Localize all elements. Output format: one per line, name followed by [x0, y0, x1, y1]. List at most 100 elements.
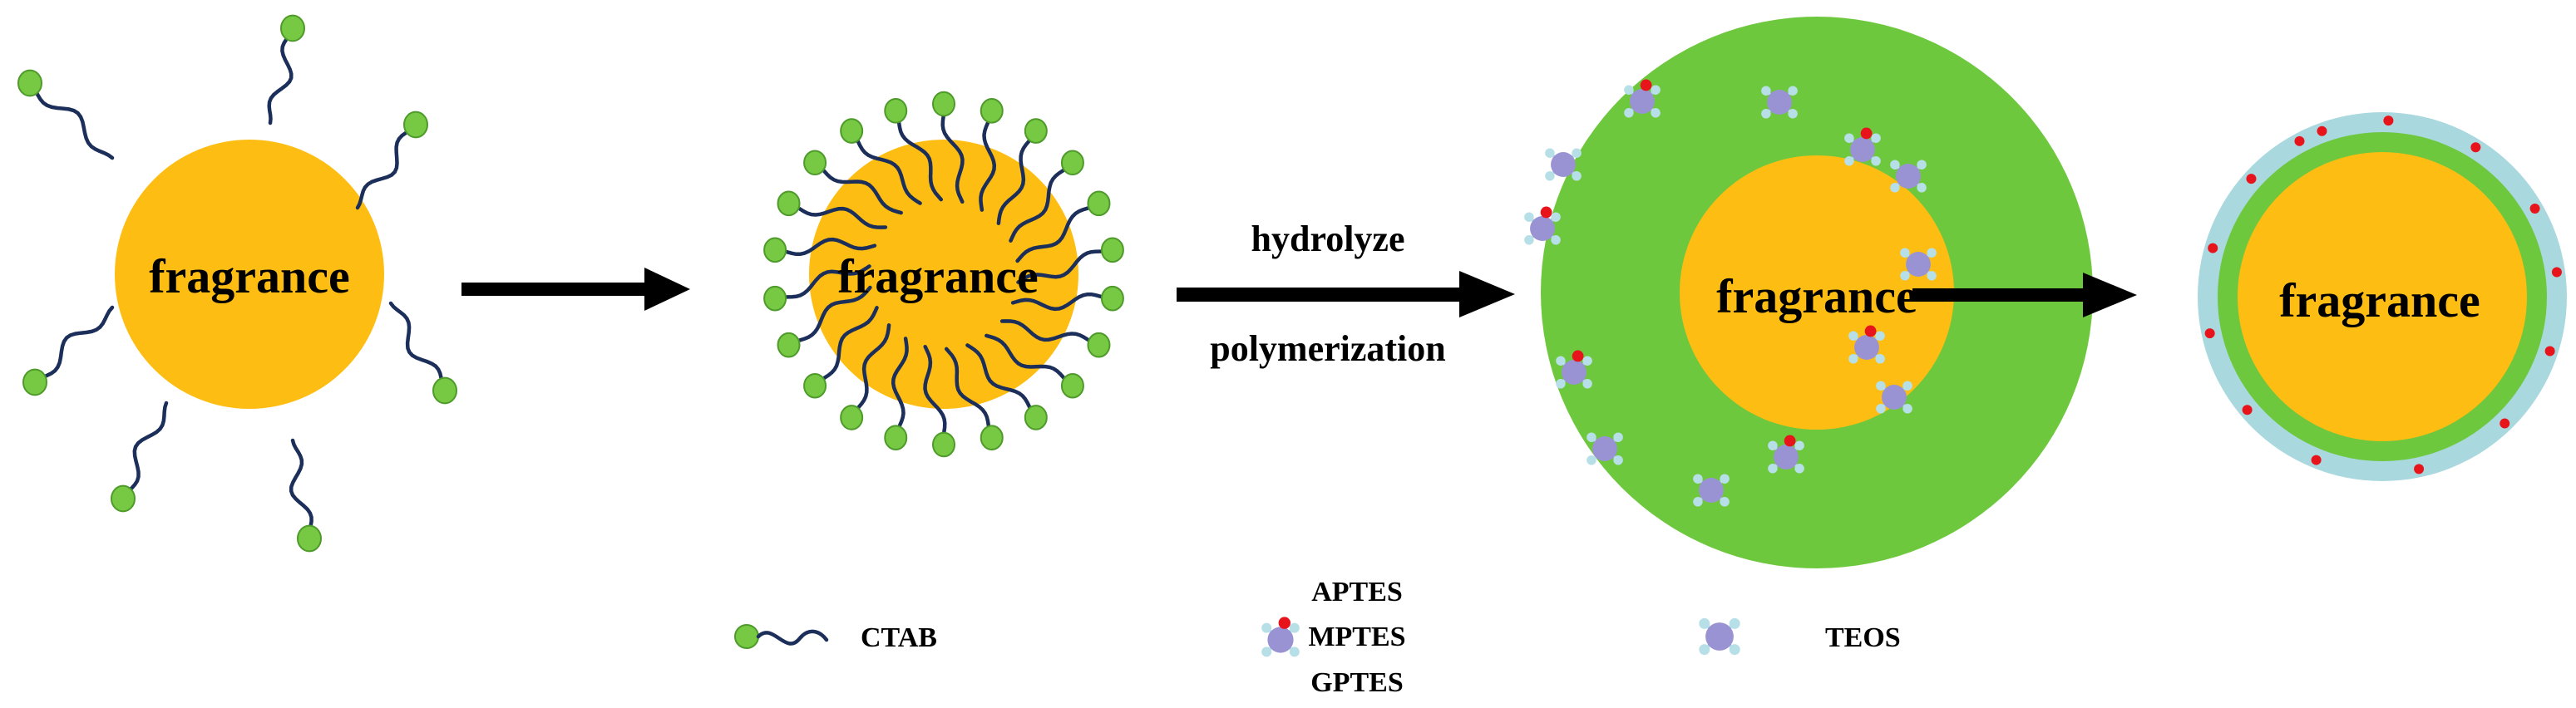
fragrance-label-1: fragrance — [149, 249, 350, 303]
functional-dot — [2242, 405, 2253, 415]
fragrance-core-1 — [115, 140, 384, 409]
silane-arm — [1699, 644, 1710, 656]
functional-group-dots — [2204, 116, 2562, 474]
silane-arm — [1902, 381, 1912, 391]
micelle-ctab-tail — [772, 264, 871, 301]
functional-dot — [2414, 464, 2425, 474]
silane-body — [1850, 137, 1875, 162]
fragrance-core-4 — [2238, 152, 2527, 441]
functional-silane-molecule — [1624, 79, 1661, 118]
micelle-ctab-head — [1060, 150, 1084, 176]
micelle-ctab-head — [840, 118, 864, 144]
silane-body — [1705, 622, 1734, 651]
functional-silane-molecule — [1844, 127, 1881, 166]
micelle-ctab-head — [932, 91, 955, 117]
step-label-hydrolyze: hydrolyze — [1251, 219, 1405, 259]
free-ctab-head — [280, 14, 305, 42]
micelle-ctab-tail — [999, 319, 1101, 347]
silane-arm — [1545, 148, 1555, 158]
silane-arm — [1875, 354, 1885, 364]
silane-body — [1562, 360, 1587, 385]
free-ctab-tail — [27, 81, 115, 160]
functional-dot — [2529, 204, 2540, 214]
silane-arm — [1613, 455, 1623, 465]
functional-dot — [1540, 206, 1552, 219]
silane-arm — [1261, 647, 1272, 657]
legend-gptes-label: GPTES — [1310, 667, 1403, 698]
micelle-ctab-tail — [940, 101, 965, 204]
silane-body — [1530, 216, 1555, 241]
silane-arm — [1794, 464, 1804, 474]
silane-arm — [1761, 109, 1771, 119]
functional-dot — [2246, 174, 2257, 184]
teos-molecule — [1545, 148, 1582, 181]
silane-arm — [1551, 235, 1561, 245]
silane-body — [1630, 89, 1655, 114]
functional-dot — [1864, 325, 1877, 337]
free-ctab-tail — [32, 305, 115, 385]
silane-arm — [1551, 212, 1561, 222]
silane-arm — [1794, 440, 1804, 450]
silane-arm — [1844, 133, 1854, 143]
micelle-ctab-tail — [849, 129, 922, 205]
teos-molecule — [1890, 160, 1927, 193]
silane-arm — [1768, 464, 1778, 474]
silane-arm — [1890, 160, 1900, 170]
micelle-ctab-head — [777, 332, 801, 358]
silane-arm — [1788, 86, 1798, 96]
silane-arm — [1693, 474, 1703, 484]
silane-arm — [1572, 148, 1582, 158]
stage-3-silica-shell: fragrance — [1524, 17, 2093, 568]
silane-arm — [1524, 235, 1534, 245]
functional-dot — [2383, 116, 2394, 126]
silane-body — [1774, 445, 1799, 470]
micelle-ctab-tail — [891, 337, 909, 440]
free-ctab-head — [22, 368, 47, 396]
silane-arm — [1900, 271, 1910, 281]
functional-silane-molecule — [1524, 206, 1561, 245]
functional-dot — [2500, 418, 2510, 429]
micelle-ctab-head — [932, 431, 955, 458]
functional-dot — [1860, 127, 1873, 140]
micelle-ctab-head — [1087, 190, 1111, 217]
silane-body — [1854, 335, 1879, 360]
micelle-ctab-tail — [944, 347, 994, 440]
functional-dot — [2204, 328, 2215, 339]
functional-silane-molecule — [1848, 325, 1885, 364]
free-ctab-head — [297, 524, 322, 553]
silane-arm — [1761, 86, 1771, 96]
silane-arm — [1871, 133, 1881, 143]
silane-arm — [1524, 212, 1534, 222]
functional-dot — [2208, 243, 2218, 253]
silane-arm — [1729, 617, 1740, 629]
micelle-ctab-tail — [985, 333, 1075, 388]
micelle-ctab-tail — [1016, 248, 1115, 284]
silane-arm — [1900, 248, 1910, 258]
silane-arm — [1556, 356, 1566, 366]
legend-ctab-label: CTAB — [861, 622, 937, 653]
legend-ctab-icon — [734, 624, 829, 649]
silane-molecules-group — [1524, 79, 1937, 507]
free-ctab-head — [111, 484, 136, 513]
stage-1-droplet-with-free-ctab: fragrance — [17, 14, 457, 553]
teos-molecule — [1876, 381, 1912, 414]
micelle-ctab-tail — [772, 237, 877, 257]
silane-arm — [1613, 432, 1623, 442]
micelle-ctab-tail — [893, 109, 944, 202]
functional-dot — [2551, 267, 2562, 278]
legend-teos-label: TEOS — [1825, 622, 1901, 653]
micelle-ctab-head — [777, 190, 801, 217]
micelle-ctab-head — [1100, 285, 1124, 312]
free-ctab-head — [432, 376, 457, 405]
silane-arm — [1902, 404, 1912, 414]
teos-molecule — [1900, 248, 1937, 281]
free-ctab-tail — [355, 122, 418, 210]
silane-arm — [1587, 432, 1596, 442]
silane-arm — [1890, 183, 1900, 193]
functional-dot — [2311, 455, 2322, 465]
silane-arm — [1651, 108, 1661, 118]
micelle-ctab-tail — [787, 285, 872, 347]
functional-dot — [2294, 135, 2305, 146]
free-ctab-tail — [121, 401, 169, 501]
